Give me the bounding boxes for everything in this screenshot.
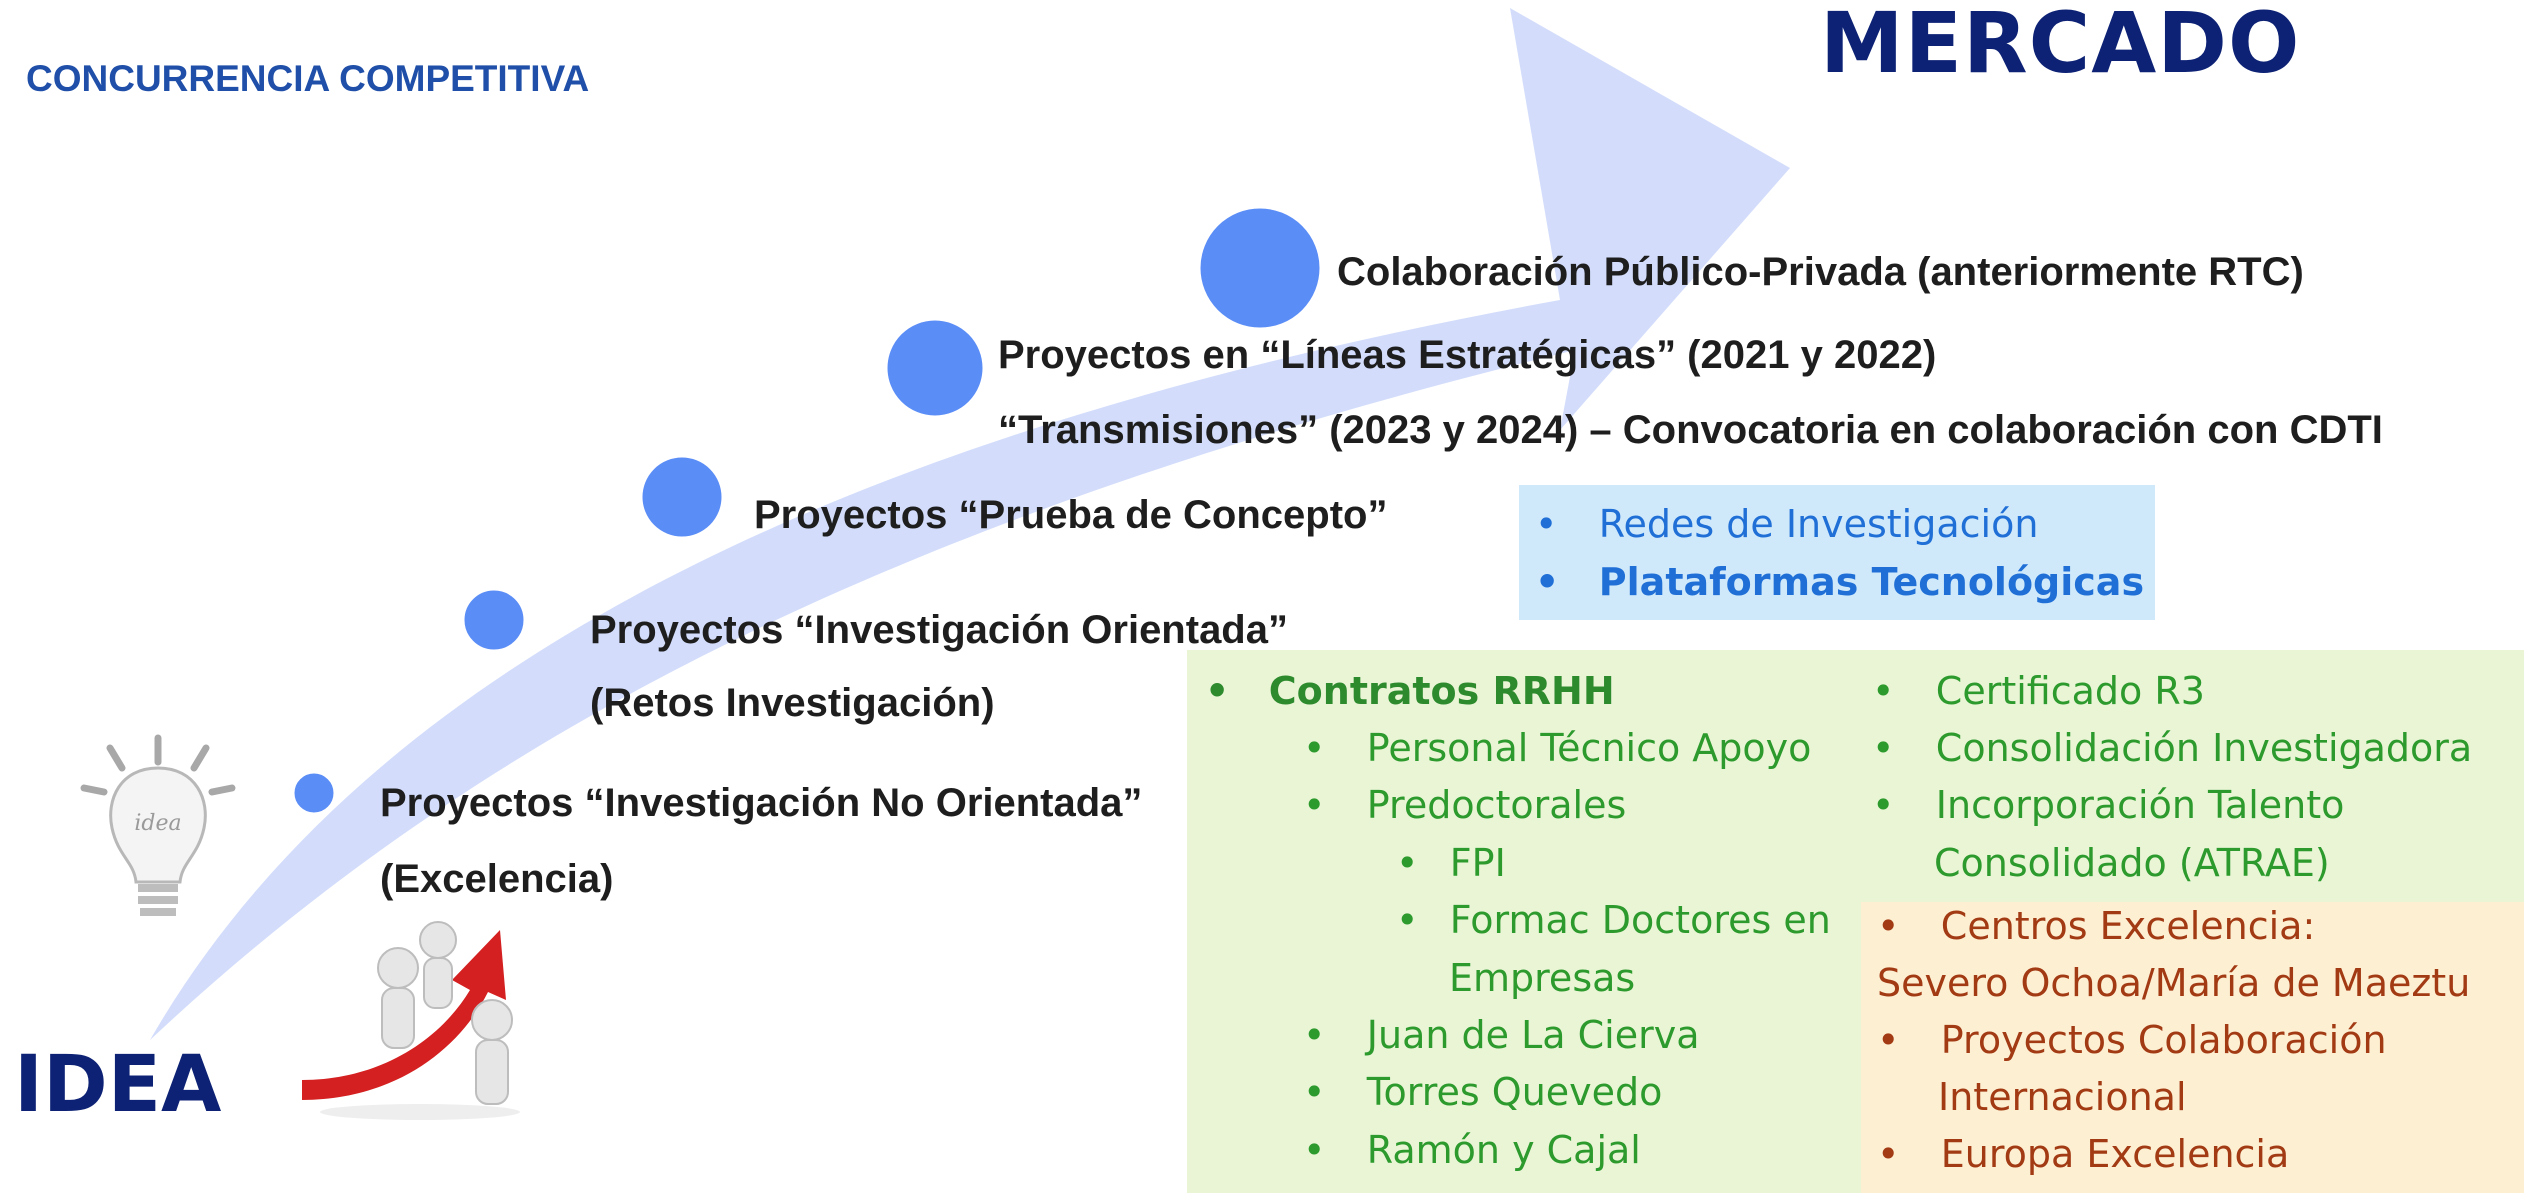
list-item: •Proyectos Colaboración: [1877, 1018, 2387, 1062]
list-item: •Certificado R3: [1872, 669, 2205, 713]
stage-dot-5: [1195, 203, 1325, 333]
list-item: •Incorporación Talento: [1872, 783, 2345, 827]
stage-dot-1: [289, 768, 339, 818]
list-item-continuation: Consolidado (ATRAE): [1934, 841, 2330, 885]
stage-dot-2: [459, 585, 529, 655]
idea-lightbulb-icon: idea: [80, 734, 236, 916]
start-label-idea: IDEA: [14, 1040, 222, 1130]
list-item: •Formac Doctores en: [1396, 898, 1831, 942]
list-item: •Ramón y Cajal: [1303, 1128, 1641, 1172]
growth-arrow: [150, 8, 1790, 1040]
list-item: •Plataformas Tecnológicas: [1535, 560, 2145, 604]
list-item: •Redes de Investigación: [1535, 502, 2039, 546]
stage-2-line2: (Retos Investigación): [590, 681, 995, 725]
list-item: •Centros Excelencia:: [1877, 904, 2316, 948]
stage-1-line2: (Excelencia): [380, 857, 614, 901]
list-item-continuation: Severo Ochoa/María de Maeztu: [1877, 961, 2471, 1005]
stage-3-line1: Proyectos “Prueba de Concepto”: [754, 493, 1388, 537]
list-item: •FPI: [1396, 841, 1506, 885]
list-item: •Torres Quevedo: [1303, 1070, 1663, 1114]
page-title: CONCURRENCIA COMPETITIVA: [26, 58, 590, 99]
stage-1-line1: Proyectos “Investigación No Orientada”: [380, 781, 1143, 825]
list-item-continuation: Empresas: [1449, 956, 1636, 1000]
list-item-continuation: Internacional: [1938, 1075, 2187, 1119]
stage-dot-4: [882, 315, 988, 421]
teamwork-arrow-illustration: [302, 921, 520, 1120]
list-item: •Juan de La Cierva: [1303, 1013, 1700, 1057]
stage-2-line1: Proyectos “Investigación Orientada”: [590, 608, 1288, 652]
goal-label-mercado: MERCADO: [1820, 0, 2301, 92]
svg-text:idea: idea: [134, 811, 181, 836]
stage-dot-3: [637, 452, 727, 542]
stage-4-line1: Proyectos en “Líneas Estratégicas” (2021…: [998, 333, 1937, 377]
list-item: •Consolidación Investigadora: [1872, 726, 2473, 770]
stage-4-line2: “Transmisiones” (2023 y 2024) – Convocat…: [998, 408, 2383, 452]
networks-box: [1519, 485, 2155, 620]
list-item: •Europa Excelencia: [1877, 1132, 2290, 1176]
list-heading: •Contratos RRHH: [1205, 669, 1615, 713]
list-item: •Personal Técnico Apoyo: [1303, 726, 1812, 770]
list-item: •Predoctorales: [1303, 783, 1627, 827]
stage-5-line1: Colaboración Público-Privada (anteriorme…: [1337, 250, 2304, 294]
excellence-box: [1861, 902, 2524, 1193]
